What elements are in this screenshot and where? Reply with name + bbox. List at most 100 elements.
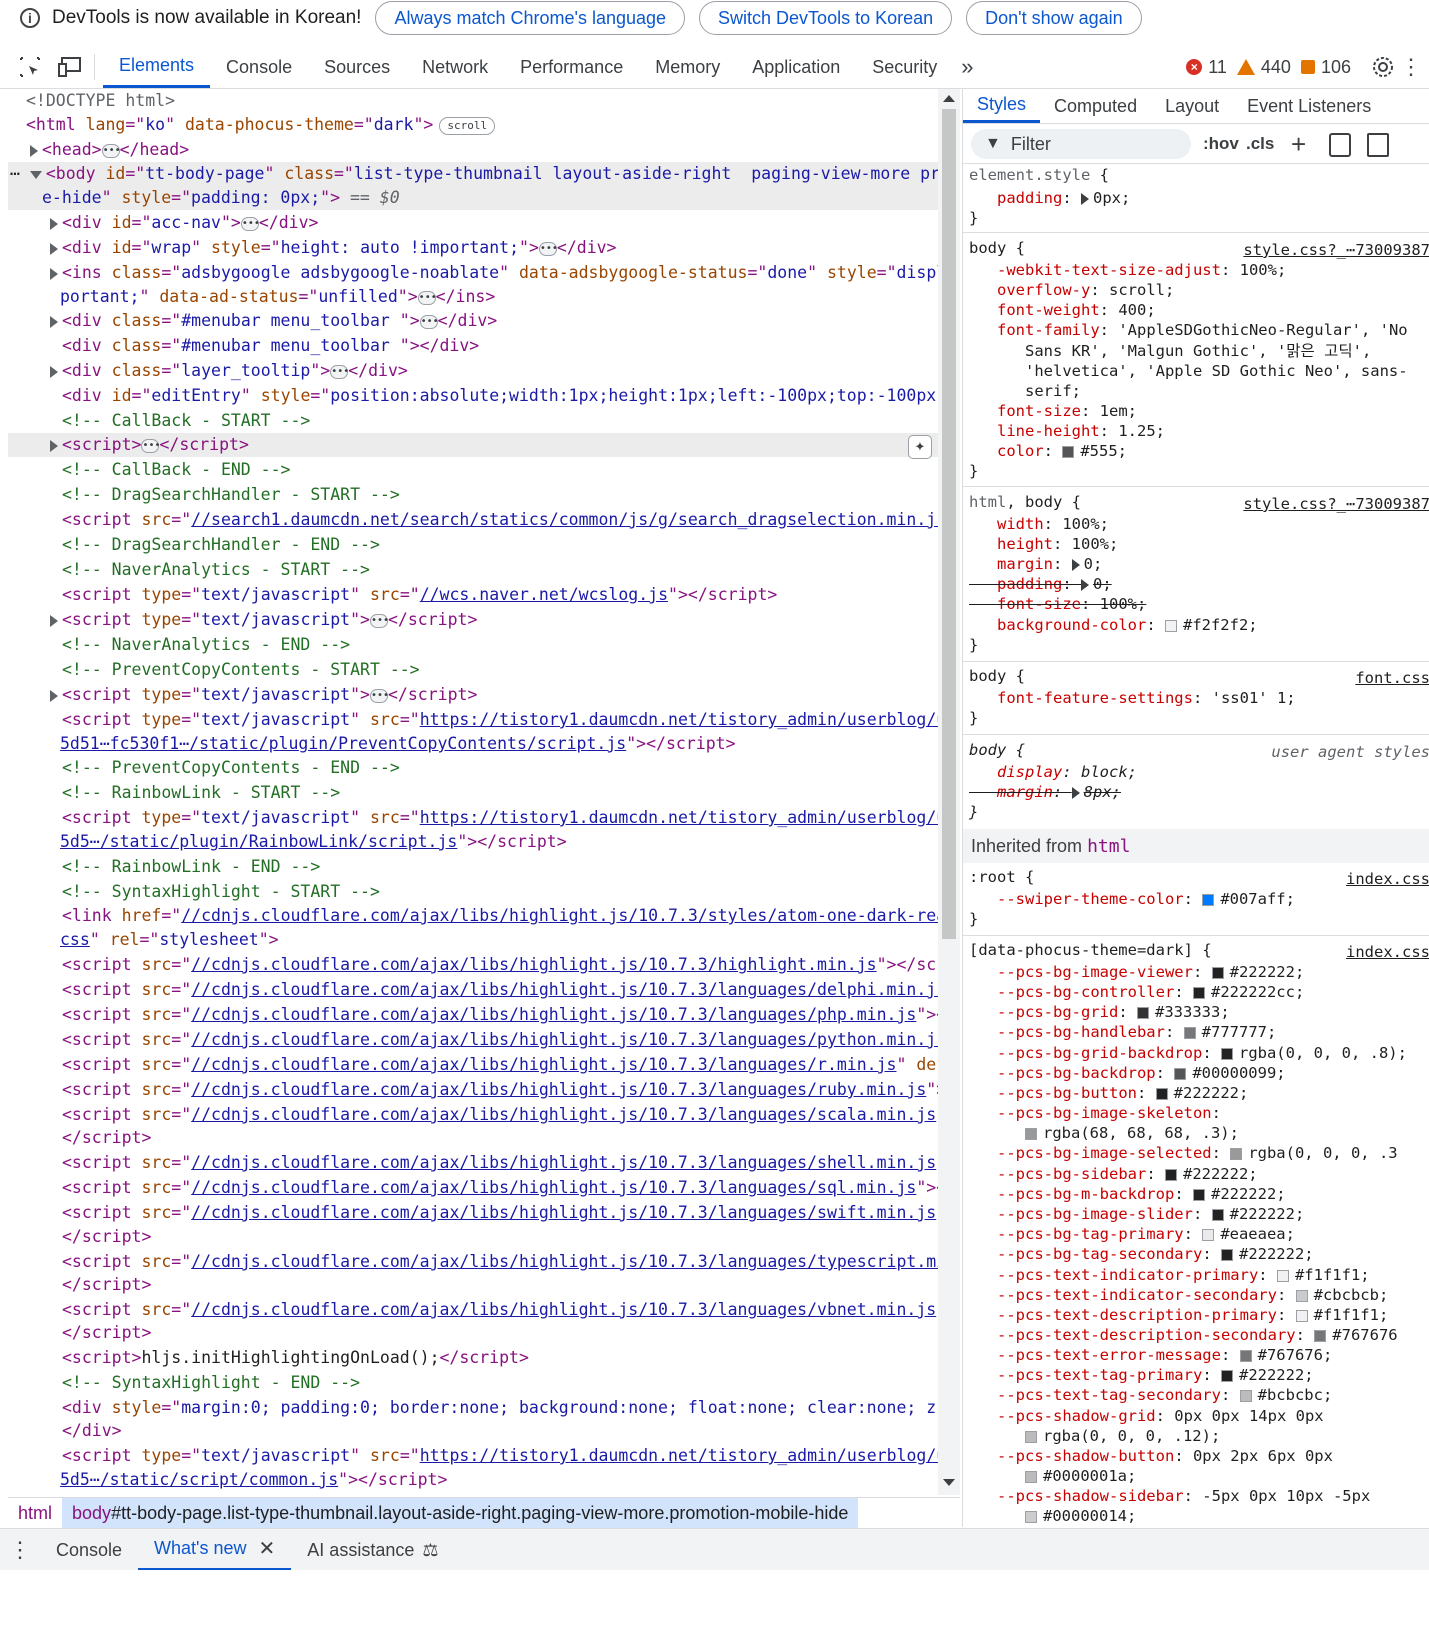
style-prop[interactable]: --pcs-bg-tag-primary: #eaeaea;	[997, 1225, 1295, 1243]
more-options-icon[interactable]: ⋮	[1400, 54, 1422, 79]
drawer-tab-console[interactable]: Console	[56, 1539, 123, 1560]
switch-to-korean-button[interactable]: Switch DevTools to Korean	[699, 1, 953, 35]
rule-html-body[interactable]: html, body {	[969, 493, 1081, 511]
dom-comment[interactable]: <!-- CallBack - END -->	[62, 460, 291, 479]
style-prop-overridden[interactable]: margin: 8px;	[997, 783, 1121, 801]
style-prop[interactable]: --pcs-bg-tag-secondary: #222222;	[997, 1245, 1314, 1263]
style-prop[interactable]: --pcs-shadow-button: 0px 2px 6px 0px	[997, 1447, 1333, 1465]
rule-source-link[interactable]: style.css?_⋯73009387	[1243, 241, 1429, 259]
breadcrumb-body[interactable]: body#tt-body-page.list-type-thumbnail.la…	[62, 1498, 859, 1528]
expand-arrow-icon[interactable]	[30, 144, 38, 157]
dom-node-script[interactable]: <script type="text/javascript">•••</scri…	[8, 683, 938, 707]
breadcrumb-html[interactable]: html	[18, 1502, 53, 1523]
dom-node-script[interactable]: <script type="text/javascript" src="http…	[62, 1446, 938, 1465]
dom-node-script[interactable]: <script type="text/javascript" src="http…	[62, 808, 938, 827]
dom-comment[interactable]: <!-- SyntaxHighlight - START -->	[62, 882, 380, 901]
dom-node-layer-tooltip[interactable]: <div class="layer_tooltip">•••</div>	[8, 359, 938, 383]
cls-toggle[interactable]: .cls	[1246, 134, 1275, 153]
scroll-up-arrow-icon[interactable]	[943, 95, 955, 102]
rule-source-link[interactable]: index.css	[1346, 870, 1429, 888]
dom-node-script[interactable]: <script type="text/javascript" src="http…	[62, 710, 938, 729]
dom-comment[interactable]: <!-- SyntaxHighlight - END -->	[62, 1373, 361, 1392]
rule-body-font[interactable]: body {	[969, 667, 1025, 685]
style-prop[interactable]: --pcs-bg-button: #222222;	[997, 1084, 1249, 1102]
tab-sources[interactable]: Sources	[324, 56, 391, 77]
style-prop[interactable]: --pcs-bg-grid: #333333;	[997, 1003, 1230, 1021]
dom-comment[interactable]: <!-- DragSearchHandler - END -->	[62, 535, 380, 554]
dom-node-editentry[interactable]: <div id="editEntry" style="position:abso…	[62, 386, 938, 405]
style-prop[interactable]: --pcs-text-tag-secondary: #bcbcbc;	[997, 1386, 1333, 1404]
dom-node-script[interactable]: <script src="//cdnjs.cloudflare.com/ajax…	[62, 1153, 938, 1172]
dom-node-link-cont[interactable]: css" rel="stylesheet">	[60, 930, 279, 949]
style-prop[interactable]: --pcs-bg-image-viewer: #222222;	[997, 963, 1305, 981]
style-prop[interactable]: height: 100%;	[997, 535, 1119, 553]
device-toolbar-icon[interactable]	[56, 53, 84, 81]
style-prop[interactable]: width: 100%;	[997, 515, 1109, 533]
dom-node-script-close[interactable]: </script>	[62, 1275, 152, 1294]
tab-styles[interactable]: Styles	[963, 89, 1041, 123]
dom-node-head[interactable]: <head>•••</head>	[8, 138, 938, 162]
close-tab-icon[interactable]: ✕	[258, 1538, 276, 1560]
rule-source-link[interactable]: font.css	[1355, 669, 1429, 687]
style-prop[interactable]: background-color: #f2f2f2;	[997, 616, 1258, 634]
style-prop[interactable]: padding: 0px;	[997, 189, 1131, 207]
style-prop[interactable]: --pcs-bg-grid-backdrop: rgba(0, 0, 0, .8…	[997, 1044, 1407, 1062]
tab-computed[interactable]: Computed	[1054, 95, 1138, 116]
dom-node-script-inline[interactable]: <script>hljs.initHighlightingOnLoad();</…	[62, 1348, 529, 1367]
styles-filter-input[interactable]: ▼ Filter	[971, 129, 1191, 159]
drawer-menu-icon[interactable]: ⋮	[9, 1537, 31, 1562]
ellipsis-icon[interactable]: •••	[101, 143, 121, 158]
settings-gear-icon[interactable]	[1369, 53, 1397, 81]
dom-node-body-selected[interactable]: ⋯ <body id="tt-body-page" class="list-ty…	[8, 162, 938, 186]
style-prop[interactable]: font-size: 1em;	[997, 402, 1137, 420]
dom-node-script[interactable]: <script src="//cdnjs.cloudflare.com/ajax…	[62, 980, 938, 999]
color-swatch[interactable]	[1062, 445, 1075, 458]
tab-application[interactable]: Application	[752, 56, 841, 77]
dom-node-script-close[interactable]: </script>	[62, 1323, 152, 1342]
dom-comment[interactable]: <!-- RainbowLink - END -->	[62, 857, 321, 876]
dom-node-script[interactable]: <script src="//cdnjs.cloudflare.com/ajax…	[62, 955, 938, 974]
more-tabs-icon[interactable]: »	[961, 54, 974, 79]
warning-counter[interactable]: 440	[1236, 57, 1291, 78]
rule-element-style[interactable]: element.style {	[969, 166, 1109, 184]
issues-counter[interactable]: 106	[1300, 57, 1351, 78]
dom-node-script[interactable]: <script src="//cdnjs.cloudflare.com/ajax…	[62, 1005, 938, 1024]
style-prop[interactable]: line-height: 1.25;	[997, 422, 1165, 440]
dom-node-script[interactable]: <script src="//cdnjs.cloudflare.com/ajax…	[62, 1300, 938, 1319]
dom-node-script[interactable]: <script src="//cdnjs.cloudflare.com/ajax…	[62, 1105, 938, 1124]
rule-phocus-dark[interactable]: [data-phocus-theme=dark] {	[969, 941, 1212, 959]
dom-node-acc-nav[interactable]: <div id="acc-nav">•••</div>	[8, 211, 938, 235]
tab-security[interactable]: Security	[872, 56, 938, 77]
dom-node-script[interactable]: <script src="//cdnjs.cloudflare.com/ajax…	[62, 1252, 938, 1271]
dom-node-menubar2[interactable]: <div class="#menubar menu_toolbar "></di…	[62, 336, 480, 355]
rule-body[interactable]: body {	[969, 239, 1025, 257]
dom-node-script-close[interactable]: </script>	[62, 1227, 152, 1246]
style-prop[interactable]: margin: 0;	[997, 555, 1103, 573]
drawer-tab-whats-new[interactable]: What's new✕	[138, 1529, 292, 1571]
style-prop[interactable]: font-family: 'AppleSDGothicNeo-Regular',…	[997, 321, 1408, 339]
style-prop-overridden[interactable]: font-size: 100%;	[997, 595, 1147, 613]
rule-root[interactable]: :root {	[969, 868, 1035, 886]
tab-elements[interactable]: Elements	[103, 46, 211, 88]
style-prop[interactable]: --pcs-bg-sidebar: #222222;	[997, 1165, 1258, 1183]
dom-comment[interactable]: <!-- CallBack - START -->	[62, 411, 311, 430]
dom-comment[interactable]: <!-- DragSearchHandler - START -->	[62, 485, 400, 504]
style-prop[interactable]: --pcs-text-indicator-secondary: #cbcbcb;	[997, 1286, 1389, 1304]
style-prop[interactable]: -webkit-text-size-adjust: 100%;	[997, 261, 1287, 279]
style-prop[interactable]: --pcs-shadow-grid: 0px 0px 14px 0px	[997, 1407, 1324, 1425]
drawer-tab-ai-assistance[interactable]: AI assistance⚖	[307, 1539, 439, 1560]
style-prop[interactable]: --pcs-bg-handlebar: #777777;	[997, 1023, 1277, 1041]
style-prop-overridden[interactable]: padding: 0;	[997, 575, 1112, 593]
style-prop[interactable]: --pcs-text-indicator-primary: #f1f1f1;	[997, 1266, 1370, 1284]
tab-network[interactable]: Network	[422, 56, 489, 77]
dom-tree[interactable]: <!DOCTYPE html> <html lang="ko" data-pho…	[8, 89, 938, 1495]
dom-node-script[interactable]: <script src="//cdnjs.cloudflare.com/ajax…	[62, 1055, 938, 1074]
dom-comment[interactable]: <!-- NaverAnalytics - END -->	[62, 635, 351, 654]
dom-node-script[interactable]: <script type="text/javascript" src="//wc…	[62, 585, 778, 604]
dom-node-html[interactable]: <html lang="ko" data-phocus-theme="dark"…	[8, 113, 938, 137]
dom-node-script[interactable]: <script type="text/javascript">•••</scri…	[8, 608, 938, 632]
collapse-arrow-icon[interactable]	[29, 170, 42, 179]
dom-node-doctype[interactable]: <!DOCTYPE html>	[26, 91, 176, 110]
sidebar-toggle-icon[interactable]	[1367, 133, 1389, 157]
dont-show-again-button[interactable]: Don't show again	[966, 1, 1142, 35]
